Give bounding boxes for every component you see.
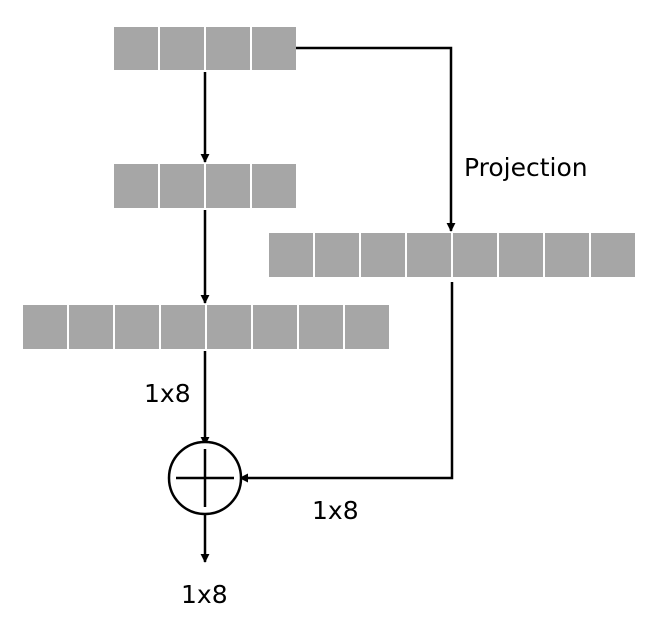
expanded-vector-cell (113, 303, 161, 351)
projected-vector-cell (589, 231, 637, 279)
projected-vector-cell (451, 231, 499, 279)
input-vector-cell (250, 25, 298, 72)
hidden-vector-cell (250, 162, 298, 210)
expanded-vector-cell (343, 303, 391, 351)
expanded-vector-cell (205, 303, 253, 351)
output-dimension-label: 1x8 (181, 580, 228, 609)
projected-vector-cell (267, 231, 315, 279)
expanded-vector-cell (21, 303, 69, 351)
input-vector-cell (112, 25, 160, 72)
skip-dimension-label: 1x8 (312, 496, 359, 525)
input-vector-cell (158, 25, 206, 72)
input-vector-cell (204, 25, 252, 72)
projected-vector-cell (405, 231, 453, 279)
expanded-vector-block (21, 303, 391, 351)
expanded-vector-cell (251, 303, 299, 351)
projection-label: Projection (464, 153, 588, 182)
projected-vector-block (267, 231, 637, 279)
projected-vector-cell (313, 231, 361, 279)
hidden-vector-cell (158, 162, 206, 210)
expanded-vector-cell (159, 303, 207, 351)
circled-plus-icon (167, 440, 243, 516)
hidden-vector-cell (204, 162, 252, 210)
projected-vector-cell (359, 231, 407, 279)
input-vector-block (112, 25, 298, 72)
arrow-input-to-projection (296, 46, 456, 232)
projected-vector-cell (543, 231, 591, 279)
expanded-vector-cell (67, 303, 115, 351)
projected-vector-cell (497, 231, 545, 279)
hidden-vector-block (112, 162, 298, 210)
hidden-vector-cell (112, 162, 160, 210)
expanded-vector-cell (297, 303, 345, 351)
arrow-projection-to-sum (239, 282, 454, 483)
main-dimension-label: 1x8 (144, 379, 191, 408)
